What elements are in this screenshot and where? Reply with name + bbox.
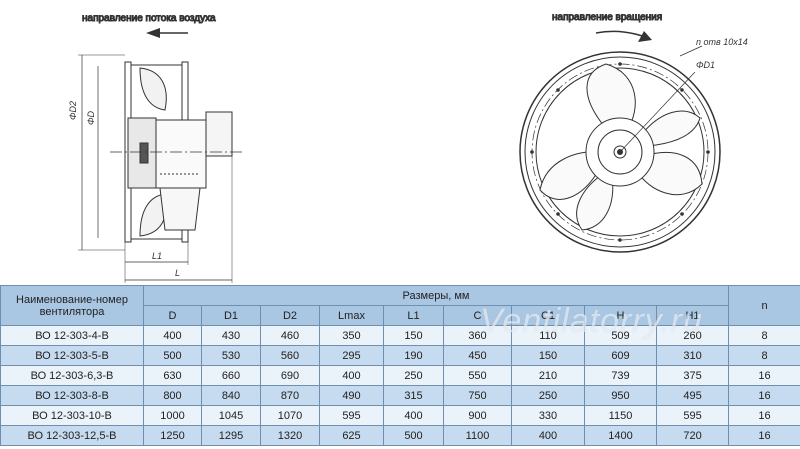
model-name: ВО 12-303-4-В xyxy=(0,325,144,346)
table-cell: 1250 xyxy=(143,425,202,446)
table-cell: 400 xyxy=(319,365,384,386)
table-cell: 315 xyxy=(383,385,444,406)
col-header: D1 xyxy=(201,305,261,326)
table-cell: 16 xyxy=(728,425,800,446)
spec-table: Наименование-номер вентилятора Размеры, … xyxy=(0,285,800,446)
table-cell: 800 xyxy=(143,385,202,406)
table-cell: 16 xyxy=(728,365,800,386)
table-cell: 16 xyxy=(728,385,800,406)
holes-label: n отв 10x14 xyxy=(696,37,748,47)
table-cell: 400 xyxy=(511,425,585,446)
table-cell: 330 xyxy=(511,405,585,426)
model-name: ВО 12-303-10-В xyxy=(0,405,144,426)
table-cell: 530 xyxy=(201,345,261,366)
fan-drawing: направление потока воздуха ΦD2 ΦD L1 L xyxy=(68,12,748,283)
table-cell: 16 xyxy=(728,405,800,426)
table-cell: 720 xyxy=(655,425,730,446)
model-name: ВО 12-303-8-В xyxy=(0,385,144,406)
table-cell: 260 xyxy=(655,325,730,346)
table-cell: 150 xyxy=(383,325,444,346)
dim-d-label: ΦD xyxy=(86,110,96,125)
dim-d2-label: ΦD2 xyxy=(68,101,78,120)
model-name: ВО 12-303-12,5-В xyxy=(0,425,144,446)
dim-l1-label: L1 xyxy=(152,251,162,261)
table-cell: 739 xyxy=(584,365,657,386)
table-cell: 500 xyxy=(383,425,444,446)
model-name: ВО 12-303-5-В xyxy=(0,345,144,366)
table-cell: 375 xyxy=(655,365,730,386)
table-cell: 1100 xyxy=(443,425,512,446)
table-cell: 750 xyxy=(443,385,512,406)
col-header: C1 xyxy=(511,305,585,326)
table-cell: 1400 xyxy=(584,425,657,446)
table-cell: 840 xyxy=(201,385,261,406)
col-header: Lmax xyxy=(319,305,384,326)
table-cell: 150 xyxy=(511,345,585,366)
table-cell: 509 xyxy=(584,325,657,346)
name-header: Наименование-номер вентилятора xyxy=(0,285,144,326)
table-cell: 595 xyxy=(655,405,730,426)
rotation-label: направление вращения xyxy=(552,12,662,23)
table-cell: 360 xyxy=(443,325,512,346)
table-cell: 1070 xyxy=(260,405,320,426)
table-row: ВО 12-303-6,3-В 630 660 690 400 250 550 … xyxy=(0,365,800,386)
table-cell: 295 xyxy=(319,345,384,366)
col-header: C xyxy=(443,305,512,326)
table-cell: 8 xyxy=(728,345,800,366)
col-header: D2 xyxy=(260,305,320,326)
table-cell: 250 xyxy=(511,385,585,406)
table-cell: 1045 xyxy=(201,405,261,426)
table-cell: 210 xyxy=(511,365,585,386)
col-header: H1 xyxy=(655,305,730,326)
model-name: ВО 12-303-6,3-В xyxy=(0,365,144,386)
table-cell: 595 xyxy=(319,405,384,426)
front-view: направление вращения xyxy=(519,12,721,253)
col-header: L1 xyxy=(383,305,444,326)
dim-l-label: L xyxy=(175,268,180,278)
table-cell: 350 xyxy=(319,325,384,346)
table-cell: 430 xyxy=(201,325,261,346)
col-header: D xyxy=(143,305,202,326)
table-row: ВО 12-303-12,5-В 1250 1295 1320 625 500 … xyxy=(0,425,800,446)
side-view: направление потока воздуха xyxy=(78,13,245,283)
table-cell: 460 xyxy=(260,325,320,346)
table-cell: 625 xyxy=(319,425,384,446)
table-cell: 550 xyxy=(443,365,512,386)
table-cell: 1000 xyxy=(143,405,202,426)
table-row: ВО 12-303-8-В 800 840 870 490 315 750 25… xyxy=(0,385,800,406)
sizes-header: Размеры, мм xyxy=(142,285,730,306)
table-row: ВО 12-303-10-В 1000 1045 1070 595 400 90… xyxy=(0,405,800,426)
table-cell: 250 xyxy=(383,365,444,386)
n-header: n xyxy=(728,285,800,326)
table-cell: 400 xyxy=(143,325,202,346)
table-cell: 609 xyxy=(584,345,657,366)
table-cell: 560 xyxy=(260,345,320,366)
airflow-label: направление потока воздуха xyxy=(82,13,216,24)
table-cell: 8 xyxy=(728,325,800,346)
table-cell: 900 xyxy=(443,405,512,426)
table-cell: 870 xyxy=(260,385,320,406)
table-cell: 1320 xyxy=(260,425,320,446)
table-cell: 310 xyxy=(655,345,730,366)
table-cell: 495 xyxy=(655,385,730,406)
header-row-1: Наименование-номер вентилятора Размеры, … xyxy=(0,285,800,326)
table-cell: 1295 xyxy=(201,425,261,446)
col-header: H xyxy=(584,305,657,326)
table-cell: 400 xyxy=(383,405,444,426)
table-cell: 500 xyxy=(143,345,202,366)
table-cell: 660 xyxy=(201,365,261,386)
table-cell: 950 xyxy=(584,385,657,406)
table-row: ВО 12-303-4-В 400 430 460 350 150 360 11… xyxy=(0,325,800,346)
dim-d1-label: ΦD1 xyxy=(696,60,715,70)
table-row: ВО 12-303-5-В 500 530 560 295 190 450 15… xyxy=(0,345,800,366)
table-cell: 190 xyxy=(383,345,444,366)
table-cell: 630 xyxy=(143,365,202,386)
table-cell: 1150 xyxy=(584,405,657,426)
table-cell: 690 xyxy=(260,365,320,386)
header-row-2: D D1 D2 Lmax L1 C C1 H H1 xyxy=(0,305,800,326)
table-cell: 490 xyxy=(319,385,384,406)
table-cell: 450 xyxy=(443,345,512,366)
table-cell: 110 xyxy=(511,325,585,346)
